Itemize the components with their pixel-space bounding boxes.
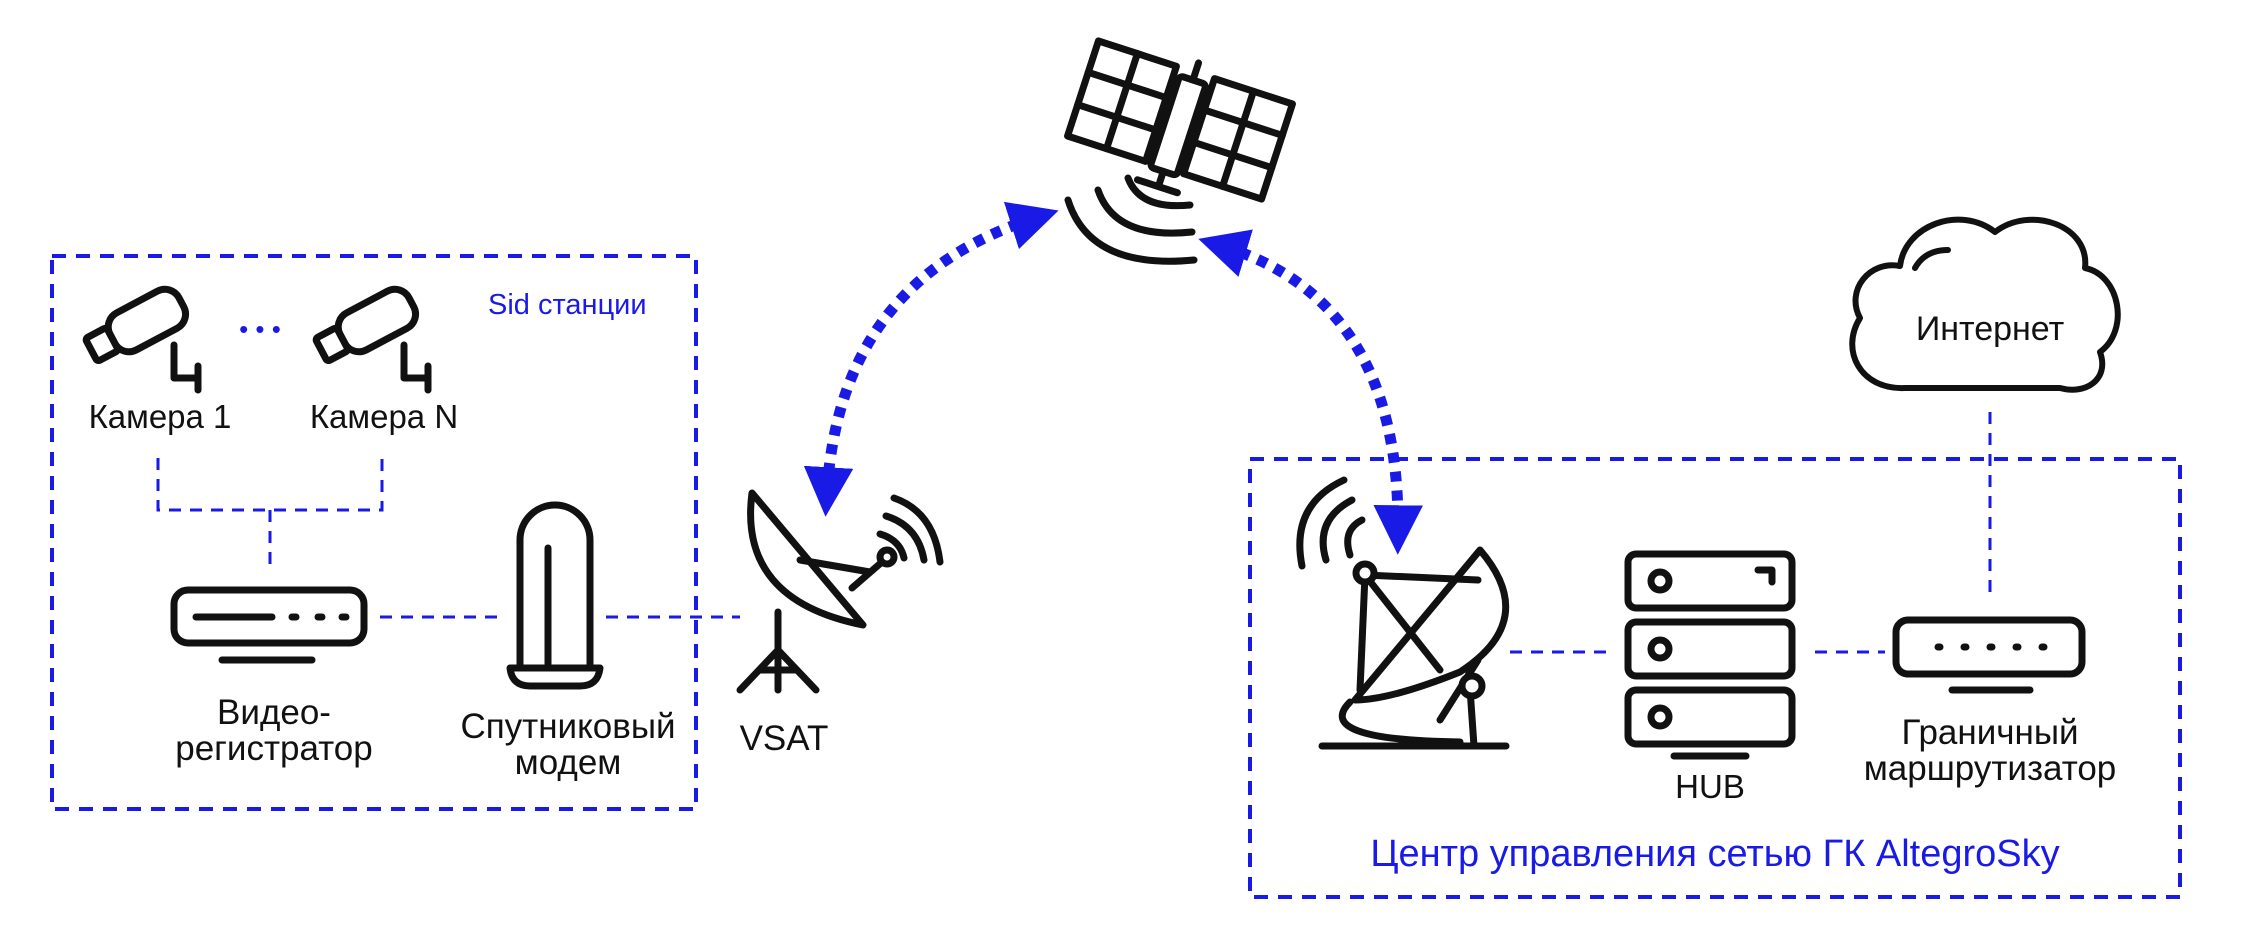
router-label-line1: Граничный (1901, 713, 2078, 752)
modem-icon (506, 501, 604, 690)
dvr-icon (170, 586, 368, 664)
modem-label-line1: Спутниковый (460, 707, 675, 746)
site-title: Sid станции (488, 289, 647, 321)
modem-label-line2: модем (515, 743, 622, 782)
dvr-label-line2: регистратор (175, 729, 373, 768)
camera-1-label: Камера 1 (89, 398, 232, 435)
router-icon (1892, 616, 2086, 694)
satellite-link-arrow-right (1198, 229, 1423, 555)
noc-title: Центр управления сетью ГК AltegroSky (1370, 833, 2059, 875)
internet-label: Интернет (1916, 310, 2064, 348)
cloud-icon (1849, 216, 2121, 393)
hub-label: HUB (1675, 768, 1745, 805)
connector-lines (156, 412, 1992, 654)
vsat-label: VSAT (740, 719, 829, 758)
dvr-label-line1: Видео- (217, 693, 331, 732)
server-icon (1624, 550, 1796, 760)
router-label-line2: маршрутизатор (1864, 749, 2117, 788)
camera-icon (312, 285, 432, 394)
noc-box (1248, 457, 2182, 899)
site-station-box (50, 254, 698, 811)
satellite-link-arrow-left (803, 201, 1059, 517)
vsat-dish-icon (736, 489, 944, 694)
camera-bus-line (156, 458, 384, 512)
camera-icon (82, 285, 202, 394)
camera-ellipsis: • • • (239, 314, 281, 344)
hub-dish-icon (1296, 476, 1510, 750)
satellite-icon (1064, 37, 1296, 265)
camera-n-label: Камера N (310, 398, 458, 435)
